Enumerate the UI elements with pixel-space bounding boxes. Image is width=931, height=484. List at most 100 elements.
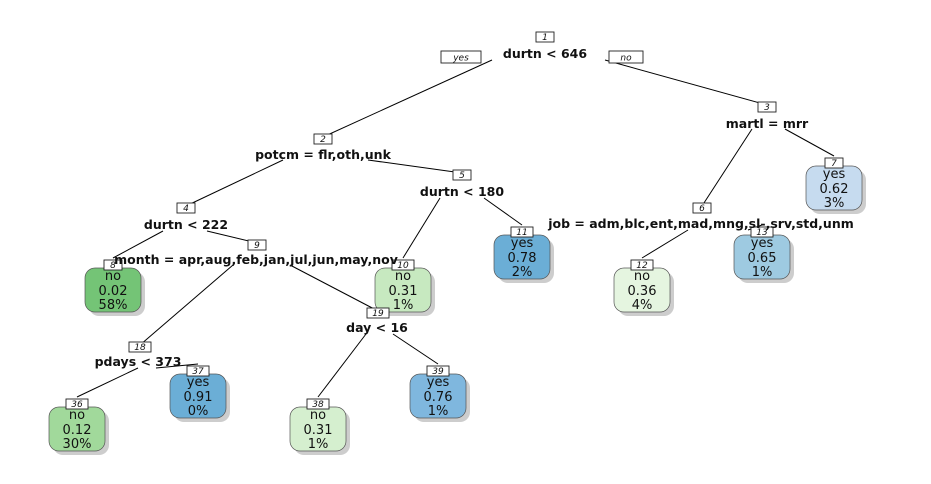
leaf-index-10: 10 [391, 259, 415, 271]
leaf-node-10: no0.311% 10 [374, 259, 435, 316]
leaf-index-13: 13 [750, 226, 774, 238]
split-index-6: 6 [692, 202, 712, 214]
leaf-index-39: 39 [426, 365, 450, 377]
leaf-index-7: 7 [824, 157, 844, 169]
node-index-label: 1 [542, 33, 548, 43]
leaf-percent: 3% [824, 196, 845, 211]
leaf-percent: 58% [99, 298, 128, 313]
leaf-probability: 0.31 [304, 423, 333, 438]
node-index-label: 8 [110, 261, 116, 271]
leaf-percent: 1% [752, 265, 773, 280]
leaf-node-12: no0.364%12 [613, 259, 674, 316]
edge-label-text: no [620, 54, 632, 64]
split-index-2: 2 [313, 133, 333, 145]
tree-edge [185, 159, 284, 207]
node-index-label: 5 [459, 171, 465, 181]
leaf-percent: 1% [393, 298, 414, 313]
node-index-label: 38 [312, 400, 324, 410]
node-index-label: 4 [183, 204, 189, 214]
node-index-label: 6 [699, 204, 705, 214]
leaf-index-36: 36 [65, 398, 89, 410]
node-index-label: 37 [192, 367, 204, 377]
tree-edge [112, 230, 164, 259]
split-rule: durtn < 646 [503, 46, 587, 61]
leaf-percent: 2% [512, 265, 533, 280]
split-node-3: martl = mrr 3 [726, 101, 809, 131]
split-node-6: job = adm,blc,ent,mad,mng,sl-,srv,std,un… [547, 202, 854, 231]
tree-edge [155, 363, 199, 369]
split-rule: day < 16 [346, 320, 408, 335]
split-rule: martl = mrr [726, 116, 809, 131]
tree-edge [317, 333, 367, 398]
split-index-3: 3 [757, 101, 777, 113]
tree-edges [76, 59, 835, 398]
leaf-probability: 0.02 [99, 284, 128, 299]
node-index-label: 11 [516, 228, 527, 238]
tree-edge [289, 264, 379, 312]
leaf-class: yes [823, 167, 846, 182]
leaf-probability: 0.65 [748, 251, 777, 266]
node-index-label: 39 [432, 367, 444, 377]
split-index-5: 5 [452, 169, 472, 181]
leaf-class: no [634, 269, 650, 284]
split-index-9: 9 [247, 239, 267, 251]
node-index-label: 7 [831, 159, 837, 169]
split-rule: durtn < 222 [144, 217, 228, 232]
node-index-label: 19 [372, 309, 384, 319]
leaf-node-38: no0.311% 38 [289, 398, 350, 455]
leaf-index-38: 38 [306, 398, 330, 410]
tree-edge [701, 128, 753, 207]
tree-edge [641, 229, 689, 259]
leaf-probability: 0.12 [63, 423, 92, 438]
edge-label-right: no [608, 50, 644, 64]
tree-edge [322, 59, 493, 138]
split-rule: month = apr,aug,feb,jan,jul,jun,may,nov [114, 252, 398, 267]
tree-edge [483, 197, 523, 226]
root-edge-labels: yes no [440, 50, 644, 64]
node-index-label: 3 [764, 103, 770, 113]
split-nodes: durtn < 646 1 potcm = flr,oth,unk 2 martl = … [95, 31, 854, 369]
leaf-class: yes [511, 236, 534, 251]
leaf-class: no [310, 408, 326, 423]
leaf-percent: 1% [308, 437, 329, 452]
tree-edge [784, 128, 835, 157]
split-index-18: 18 [128, 341, 152, 353]
split-rule: potcm = flr,oth,unk [255, 147, 391, 162]
split-node-2: potcm = flr,oth,unk 2 [255, 133, 392, 162]
leaf-probability: 0.76 [424, 390, 453, 405]
leaf-class: no [395, 269, 411, 284]
leaf-probability: 0.31 [389, 284, 418, 299]
split-index-1: 1 [535, 31, 555, 43]
edge-label-text: yes [452, 54, 469, 64]
leaf-percent: 1% [428, 404, 449, 419]
tree-edge [139, 264, 234, 346]
split-index-19: 19 [366, 307, 390, 319]
split-rule: durtn < 180 [420, 184, 504, 199]
edge-label-left: yes [440, 50, 482, 64]
leaf-probability: 0.62 [820, 182, 849, 197]
leaf-index-37: 37 [186, 365, 210, 377]
node-index-label: 18 [134, 343, 146, 353]
leaf-index-11: 11 [510, 226, 534, 238]
leaf-percent: 30% [63, 437, 92, 452]
node-index-label: 12 [636, 261, 648, 271]
leaf-probability: 0.78 [508, 251, 537, 266]
leaf-nodes: no0.0258%8no0.1230%36yes0.910%37no0.311%… [48, 157, 866, 455]
split-node-5: durtn < 180 5 [420, 169, 504, 199]
node-index-label: 2 [320, 135, 326, 145]
node-index-label: 36 [71, 400, 83, 410]
split-rule: pdays < 373 [95, 354, 182, 369]
leaf-class: yes [187, 375, 210, 390]
leaf-class: no [69, 408, 85, 423]
